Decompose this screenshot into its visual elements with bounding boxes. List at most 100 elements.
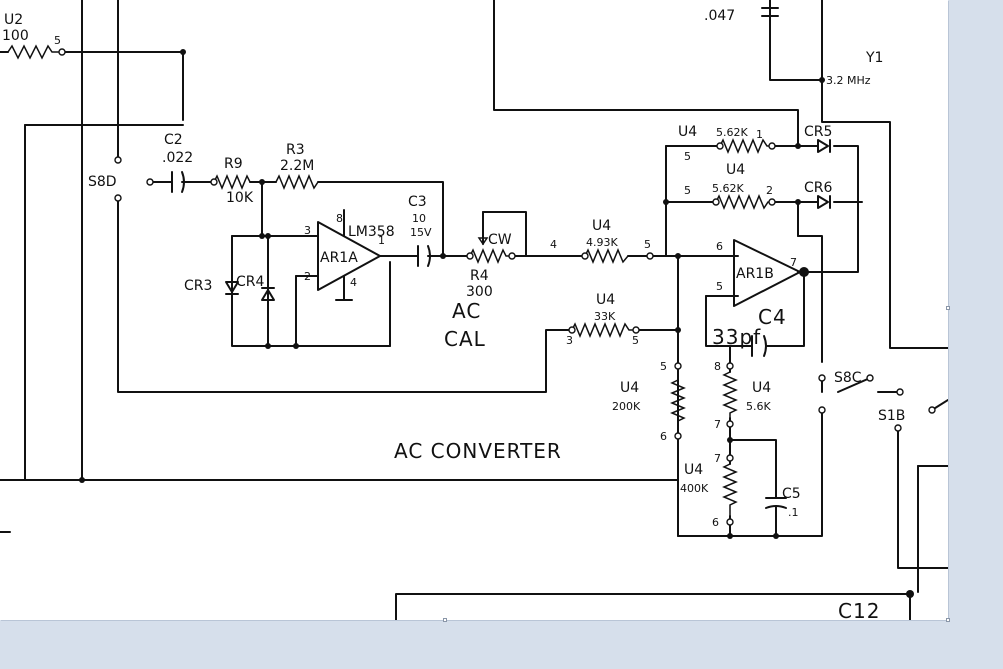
cap-047	[761, 7, 779, 17]
cap-047-label: .047	[704, 8, 735, 24]
u4-562k1-value: 5.62K	[716, 126, 748, 139]
opamp2-ref: AR1B	[736, 266, 774, 282]
u4-400k-ref: U4	[684, 462, 703, 478]
schematic-title: AC CONVERTER	[394, 439, 562, 463]
opamp1-ref: AR1A	[320, 250, 358, 266]
opamp1-pin8: 8	[336, 212, 343, 225]
ac-cal-line2: CAL	[444, 327, 486, 351]
opamp1-triangle	[317, 221, 381, 291]
opamp1-pin2: 2	[304, 270, 311, 283]
capacitors	[171, 7, 787, 517]
opamp1-pin4: 4	[350, 276, 357, 289]
cr6-label: CR6	[804, 180, 833, 196]
cr5-label: CR5	[804, 124, 832, 140]
u4-562k2-ref: U4	[726, 162, 745, 178]
c5-ref: C5	[782, 486, 801, 502]
opamp1-pin1: 1	[378, 234, 385, 247]
u2-ref: U2	[4, 12, 23, 28]
u4-562k1-ref: U4	[678, 124, 697, 140]
cr5-diode	[817, 139, 829, 153]
u4-200k-resistor	[670, 379, 686, 426]
u4-400k-pin7: 7	[714, 452, 721, 465]
c4-capacitor	[751, 335, 775, 357]
u4-562k1-pin: 5	[684, 150, 691, 163]
ac-cal-line1: AC	[452, 299, 481, 323]
u4-493k-pin5: 5	[644, 238, 651, 251]
y1-value: 3.2 MHz	[826, 74, 871, 87]
u4-200k-pin5: 5	[660, 360, 667, 373]
opamp1-pin3: 3	[304, 224, 311, 237]
u4-33k-ref: U4	[596, 292, 615, 308]
opamp2-triangle	[733, 239, 801, 307]
u2-pin: 5	[54, 34, 61, 47]
u4-493k-pin4: 4	[550, 238, 557, 251]
c3-value: 10	[412, 212, 426, 225]
r3-ref: R3	[286, 142, 305, 158]
c5-capacitor	[765, 497, 787, 517]
wires	[0, 0, 948, 620]
cr6-diode	[817, 195, 829, 209]
c3-ref: C3	[408, 194, 427, 210]
u4-56k-ref: U4	[752, 380, 771, 396]
u4-33k-pin5: 5	[632, 334, 639, 347]
r4-ref: R4	[470, 268, 489, 284]
junctions	[79, 49, 914, 598]
u4-562k2-sub: 2	[766, 184, 773, 197]
c12-label: C12	[838, 599, 880, 620]
opamp2-pin7: 7	[790, 256, 797, 269]
u4-56k-pin8: 8	[714, 360, 721, 373]
u4-400k-pin6: 6	[712, 516, 719, 529]
c4-value: 33pf	[712, 325, 761, 349]
r4-cw: CW	[488, 232, 512, 248]
resize-handle-right-middle[interactable]	[946, 306, 950, 310]
u4-562k1-resistor	[719, 138, 772, 154]
u4-200k-value: 200K	[612, 400, 641, 413]
u4-493k-resistor	[584, 248, 629, 264]
ac-converter-schematic: U2 100 5 C2 .022 S8D R9 10K R3 2.2M 8 LM…	[0, 0, 948, 620]
s8d-label: S8D	[88, 174, 117, 190]
schematic-canvas: U2 100 5 C2 .022 S8D R9 10K R3 2.2M 8 LM…	[0, 0, 948, 620]
u4-493k-value: 4.93K	[586, 236, 618, 249]
u4-562k2-pin: 5	[684, 184, 691, 197]
u4-33k-pin3: 3	[566, 334, 573, 347]
c2-value: .022	[162, 150, 193, 166]
opamp2-pin5: 5	[716, 280, 723, 293]
c2-ref: C2	[164, 132, 183, 148]
r3-value: 2.2M	[280, 158, 314, 174]
u4-56k-value: 5.6K	[746, 400, 771, 413]
u4-562k2-value: 5.62K	[712, 182, 744, 195]
s1b-label: S1B	[878, 408, 905, 424]
u4-562k1-sub: 1	[756, 128, 763, 141]
r9-ref: R9	[224, 156, 243, 172]
resize-handle-bottom-middle[interactable]	[443, 618, 447, 622]
cr3-diode	[225, 281, 239, 293]
resize-handle-bottom-right[interactable]	[946, 618, 950, 622]
c4-ref: C4	[758, 305, 787, 329]
r4-pot	[469, 248, 512, 264]
u4-56k-resistor	[722, 371, 738, 418]
r4-value: 300	[466, 284, 493, 300]
r9-value: 10K	[226, 190, 254, 206]
c2-capacitor	[171, 171, 191, 193]
u4-562k2-resistor	[715, 194, 772, 210]
y1-ref: Y1	[865, 50, 883, 66]
cr4-label: CR4	[236, 274, 265, 290]
opamp1-part: LM358	[348, 224, 395, 240]
u4-33k-resistor	[571, 322, 636, 338]
cr4-diode	[261, 289, 275, 301]
resistors	[7, 44, 772, 516]
c3-capacitor	[417, 245, 435, 267]
r4-wiper-arrow	[477, 237, 489, 246]
c3-voltage: 15V	[410, 226, 432, 239]
r9-resistor	[213, 174, 251, 190]
r3-resistor	[275, 174, 319, 190]
u4-493k-ref: U4	[592, 218, 611, 234]
cr3-label: CR3	[184, 278, 212, 294]
u4-56k-pin7: 7	[714, 418, 721, 431]
terminals	[58, 48, 936, 526]
opamp2-pin6: 6	[716, 240, 723, 253]
labels: U2 100 5 C2 .022 S8D R9 10K R3 2.2M 8 LM…	[2, 8, 905, 620]
u4-400k-resistor	[722, 463, 738, 516]
u2-resistor	[7, 44, 62, 60]
u4-33k-value: 33K	[594, 310, 616, 323]
